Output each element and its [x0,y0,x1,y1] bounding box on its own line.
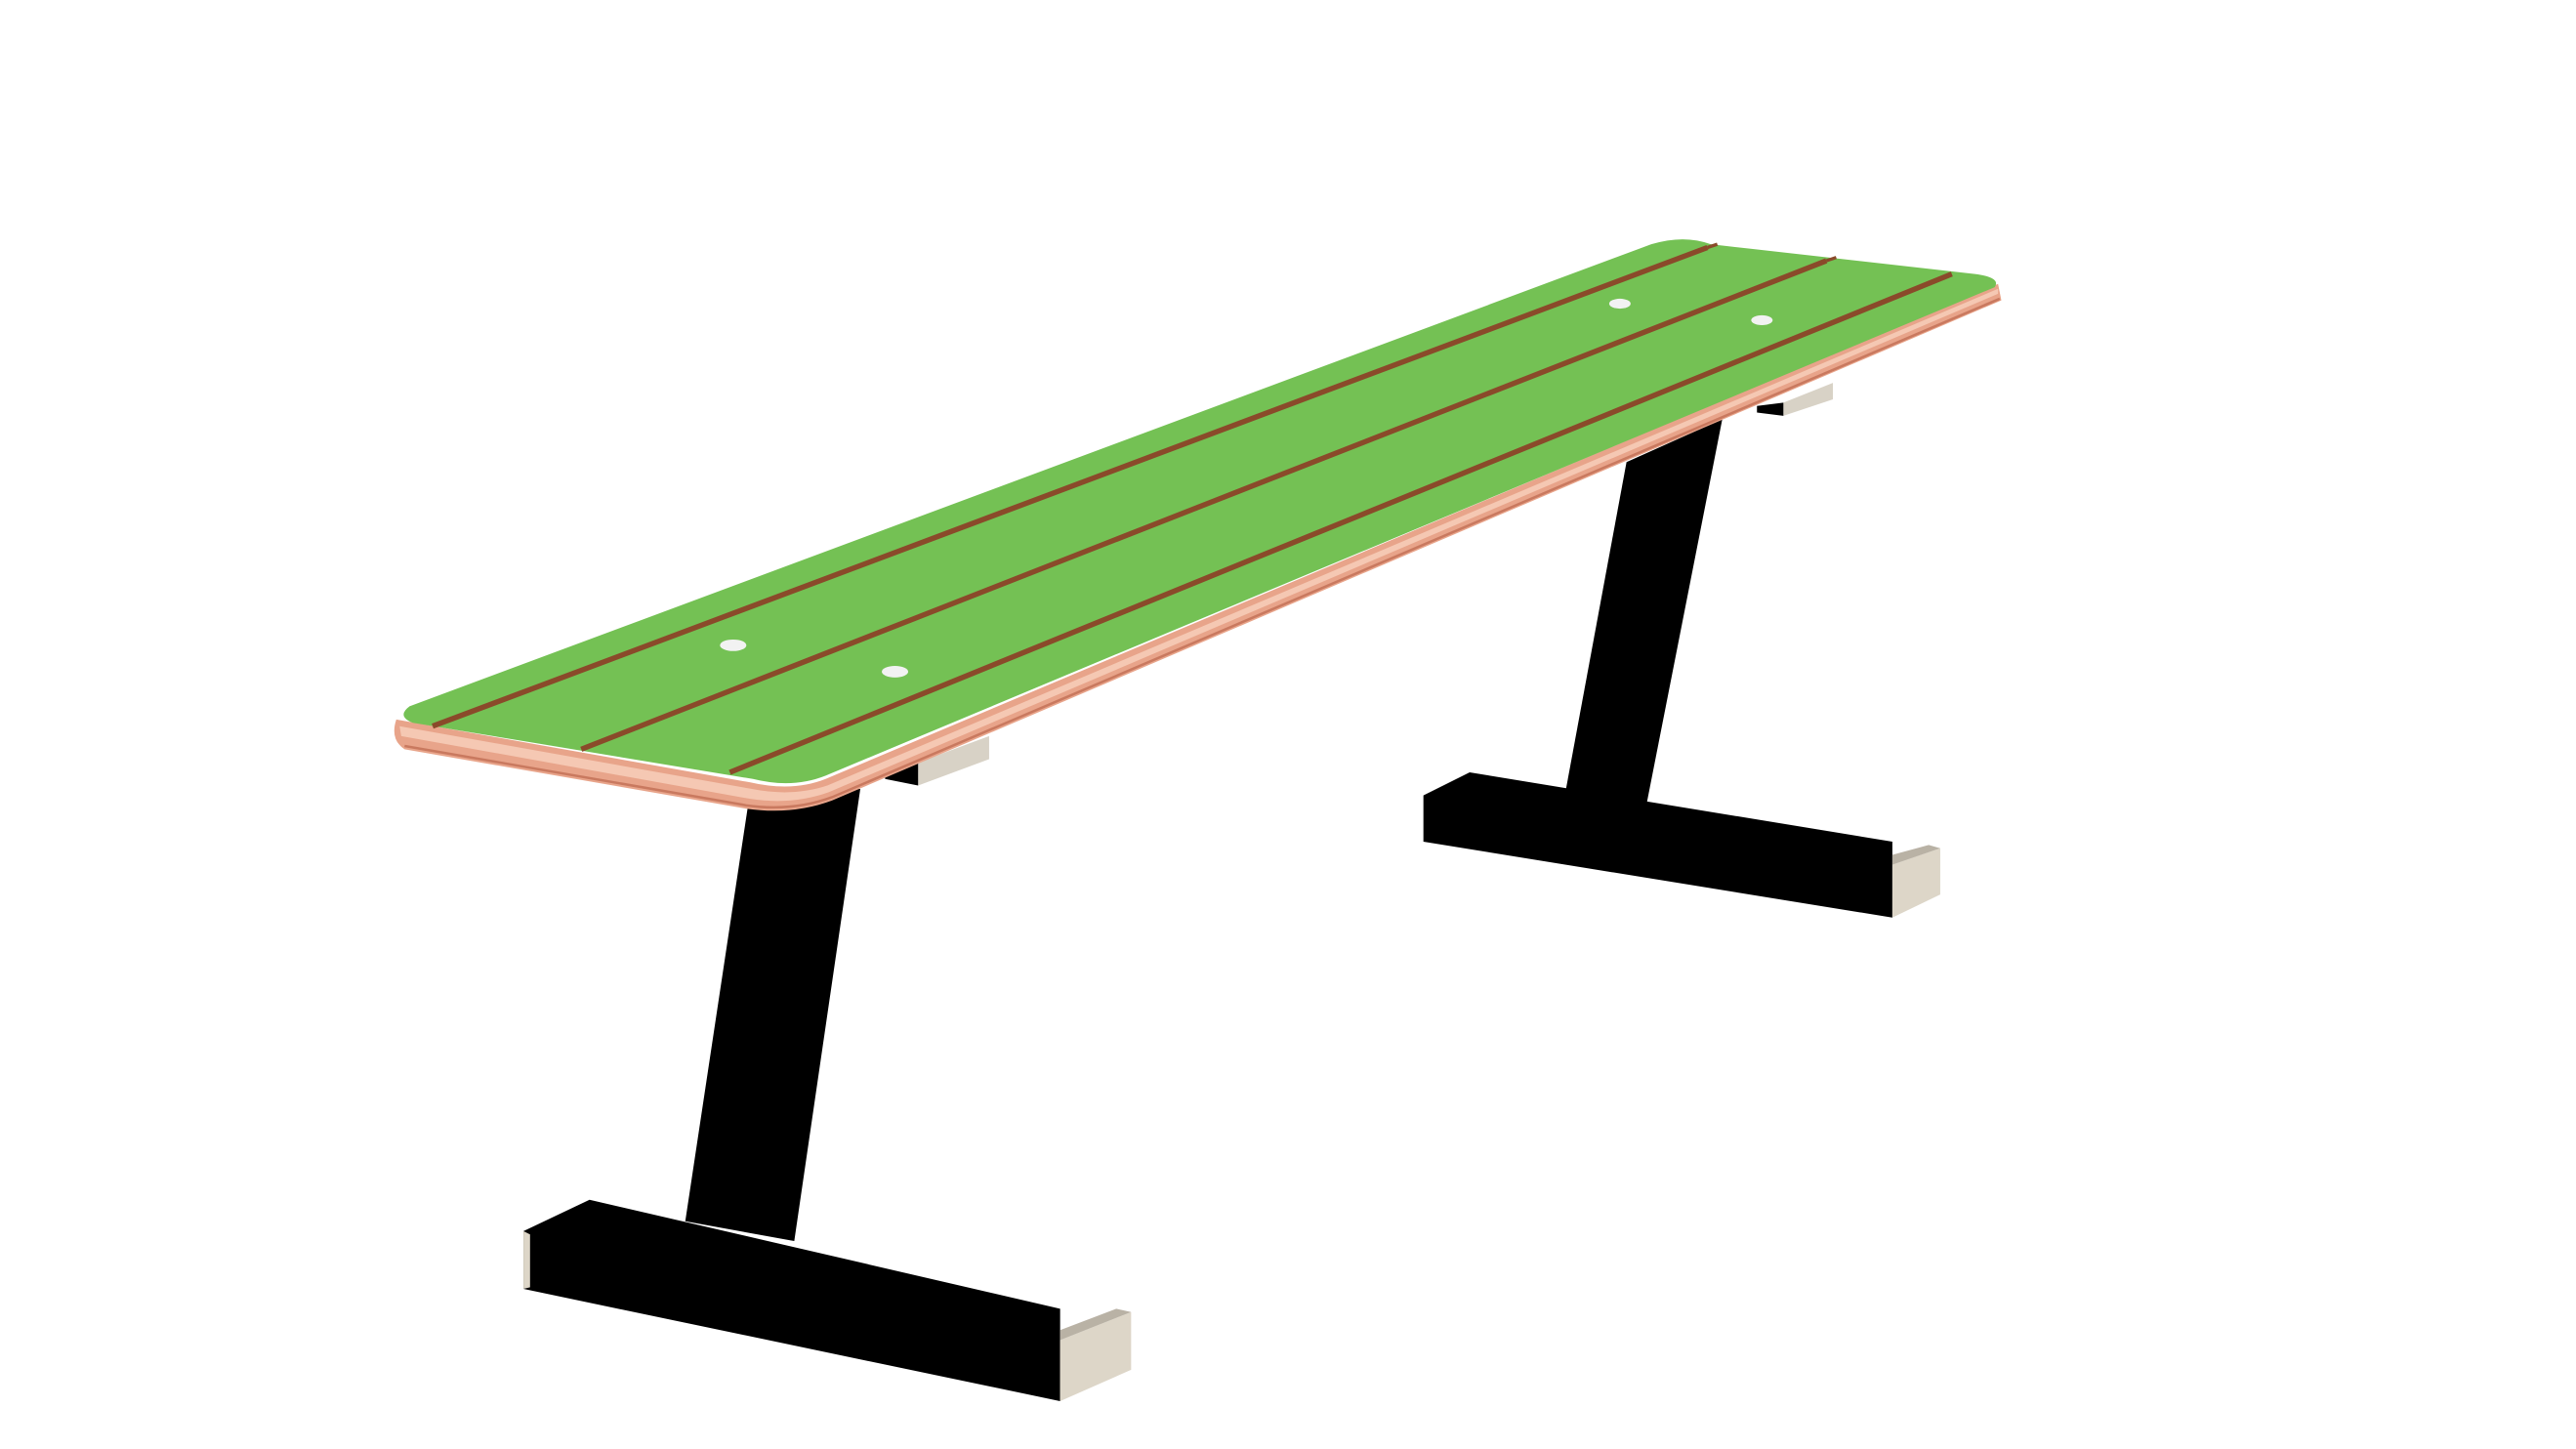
back-foot-cap-top [1891,845,1940,865]
slat-groove [580,258,1828,752]
slat-groove [432,244,1709,729]
back-leg-foot [1423,772,1892,918]
front-leg-post [685,788,861,1242]
front-bracket-plate [918,735,989,786]
back-leg-post [1565,419,1723,806]
bolt [1608,298,1631,310]
front-leg [523,788,1132,1401]
back-foot-cap [1891,848,1940,918]
bolt [1751,314,1773,325]
front-foot-cap [1059,1311,1132,1401]
seat-edge-underline [404,297,2001,809]
slat-end-cut [1706,242,1719,250]
bolt [720,639,747,651]
bench-seat [394,239,2002,811]
slat-end-cut [1825,256,1837,263]
front-foot-cap-left [523,1230,530,1290]
front-leg-foot [523,1199,1060,1401]
back-leg [1423,419,1940,918]
back-bracket-side [1757,402,1784,416]
seat-top [403,239,1997,784]
bolt [882,665,909,678]
front-bracket [885,735,989,786]
front-foot-cap-top [1059,1308,1132,1341]
back-bracket-plate [1783,383,1834,416]
seat-bolts [720,298,1773,678]
front-bracket-side [885,762,919,786]
slat-groove [728,271,1953,775]
back-bracket [1757,383,1834,416]
slat-grooves [432,242,1953,775]
